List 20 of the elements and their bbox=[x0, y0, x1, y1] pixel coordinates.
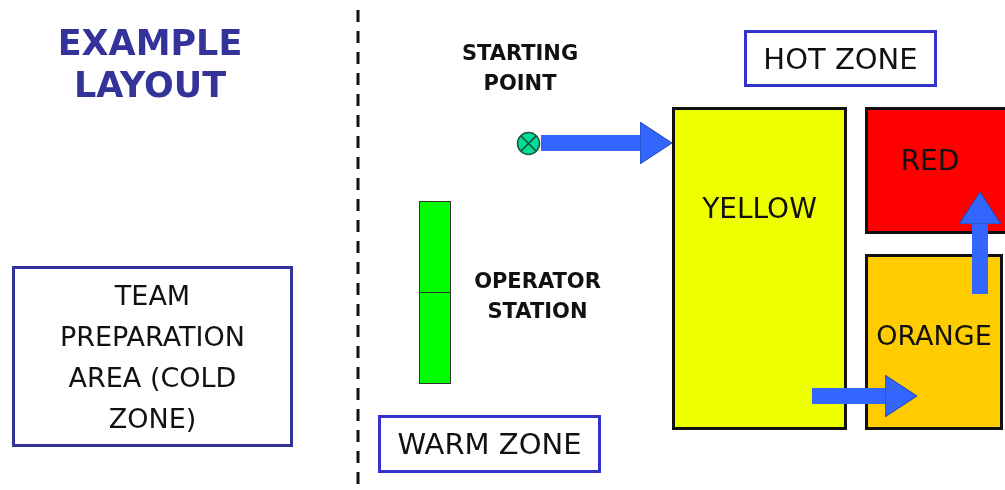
zone-label: YELLOW bbox=[702, 191, 817, 226]
arrow bbox=[958, 191, 1002, 294]
zone-label: TEAM PREPARATION AREA (COLD ZONE) bbox=[58, 278, 247, 436]
arrow bbox=[541, 121, 673, 165]
diagram-title: EXAMPLE LAYOUT bbox=[56, 22, 244, 106]
zone-label: RED bbox=[900, 143, 960, 178]
zone-area bbox=[672, 107, 847, 430]
zone-label: WARM ZONE bbox=[397, 426, 582, 462]
zone-label: ORANGE bbox=[876, 319, 992, 353]
zone-area bbox=[865, 107, 1005, 234]
zone-box bbox=[378, 415, 601, 473]
arrow bbox=[812, 374, 918, 418]
zone-box bbox=[12, 266, 293, 447]
caption-text: OPERATOR STATION bbox=[473, 268, 602, 325]
operator-station-bar bbox=[419, 201, 451, 384]
caption-text: STARTING POINT bbox=[460, 40, 580, 97]
start-point-icon bbox=[516, 131, 541, 156]
zone-box bbox=[744, 30, 937, 87]
zone-area bbox=[865, 254, 1003, 430]
zone-label: HOT ZONE bbox=[763, 40, 918, 77]
